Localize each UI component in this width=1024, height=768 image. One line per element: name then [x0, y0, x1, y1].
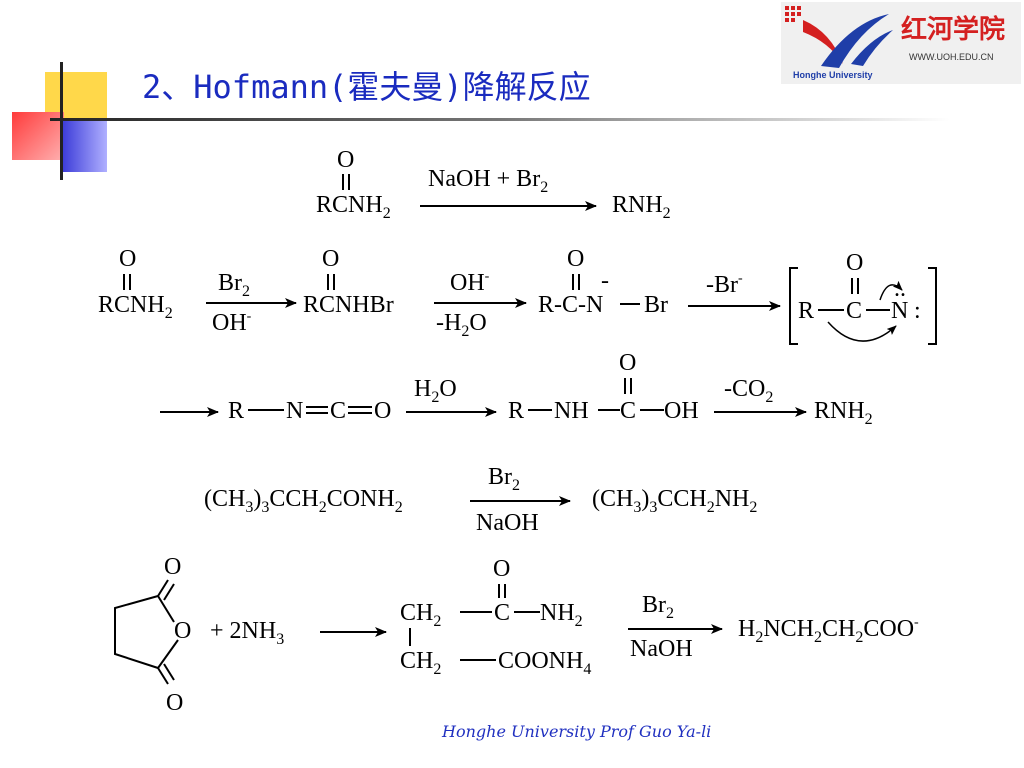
r1-condition: NaOH + Br2 [428, 166, 548, 196]
reaction-2: O RCNH2 Br2 OH- O RCNHBr OH- -H2O O - R-… [98, 246, 937, 345]
university-logo: 红河学院 WWW.UOH.EDU.CN Honghe University [781, 2, 1021, 84]
r5-ring-o-bottom: O [166, 690, 183, 716]
r3-iso-n: N [286, 398, 303, 424]
r2-s3-tail: Br [644, 292, 668, 318]
r5-m-ch2-top: CH2 [400, 600, 441, 630]
slide-title: 2、Hofmann(霍夫曼)降解反应 [142, 68, 591, 106]
slide-footer: Honghe University Prof Guo Ya-li [442, 722, 712, 741]
r5-ring [114, 595, 179, 669]
r3-iso-o: O [374, 398, 391, 424]
r2-bracket-right [928, 267, 937, 345]
r1-carbonyl-o: O [337, 147, 354, 173]
title-decoration-blue [62, 118, 107, 172]
r5-m-ch2-bot: CH2 [400, 648, 441, 678]
r2-s3: R-C-N [538, 292, 603, 318]
r4-cond-top: Br2 [488, 464, 520, 494]
r5-ring-o-top: O [164, 554, 181, 580]
r4-reactant: (CH3)3CCH2CONH2 [204, 486, 403, 516]
r3-carb-c: C [620, 398, 636, 424]
r4-product: (CH3)3CCH2NH2 [592, 486, 757, 516]
r2-curved-arrow-bottom [827, 321, 897, 342]
r2-s3-o: O [567, 246, 584, 272]
r5-cond-top: Br2 [642, 592, 674, 622]
r3-product: RNH2 [814, 398, 873, 428]
reaction-4: (CH3)3CCH2CONH2 Br2 NaOH (CH3)3CCH2NH2 [204, 464, 757, 536]
reaction-1: O RCNH2 NaOH + Br2 RNH2 [316, 147, 671, 222]
r1-product: RNH2 [612, 192, 671, 222]
r5-ring-o: O [174, 618, 191, 644]
r3-carb-r: R [508, 398, 524, 424]
r5-m-coonh4: COONH4 [498, 648, 591, 678]
r3-carb-oh: OH [664, 398, 699, 424]
r2-a1-bottom: OH- [212, 309, 252, 336]
logo-cn-name: 红河学院 [901, 14, 1005, 45]
logo-en-name: Honghe University [793, 70, 873, 80]
r5-product: H2NCH2CH2COO- [738, 615, 919, 646]
logo-icon: 红河学院 WWW.UOH.EDU.CN Honghe University [785, 6, 1005, 80]
r5-m-o: O [493, 556, 510, 582]
r2-bracket-left [789, 267, 798, 345]
r2-a3-top: -Br- [706, 271, 743, 298]
reaction-3: R N C O H2O R NH O C OH -CO2 RNH2 [160, 350, 873, 428]
r2-s2: RCNHBr [303, 292, 394, 318]
title-decoration-vline [60, 62, 63, 180]
r5-m-nh2: NH2 [540, 600, 583, 630]
r2-a2-bottom: -H2O [436, 310, 487, 340]
r2-s1-o: O [119, 246, 136, 272]
r2-s2-o: O [322, 246, 339, 272]
r2-s4-r: R [798, 298, 814, 324]
r2-s4-lone-pair: : [914, 298, 921, 324]
r3-a1: H2O [414, 376, 457, 406]
r2-s4-o: O [846, 250, 863, 276]
logo-url: WWW.UOH.EDU.CN [909, 52, 994, 62]
r3-a2: -CO2 [724, 376, 773, 406]
r4-cond-bottom: NaOH [476, 510, 539, 536]
r5-plus-ammonia: + 2NH3 [210, 618, 284, 648]
r5-cond-bottom: NaOH [630, 636, 693, 662]
r2-a1-top: Br2 [218, 270, 250, 300]
r2-s1: RCNH2 [98, 292, 173, 322]
r3-iso-r: R [228, 398, 244, 424]
r2-curved-arrow-top [879, 280, 903, 301]
r5-m-c: C [494, 600, 510, 626]
r3-carb-nh: NH [554, 398, 589, 424]
r2-s4-n: N [891, 298, 908, 324]
r2-s3-charge: - [601, 268, 609, 294]
r1-reactant: RCNH2 [316, 192, 391, 222]
title-underline [50, 118, 950, 121]
r2-a2-top: OH- [450, 269, 490, 296]
r3-carb-o: O [619, 350, 636, 376]
r3-iso-c: C [330, 398, 346, 424]
reaction-5: O O O + 2NH3 CH2 O C NH2 CH2 COONH4 Br2 … [114, 554, 919, 716]
r2-s4-c: C [846, 298, 862, 324]
